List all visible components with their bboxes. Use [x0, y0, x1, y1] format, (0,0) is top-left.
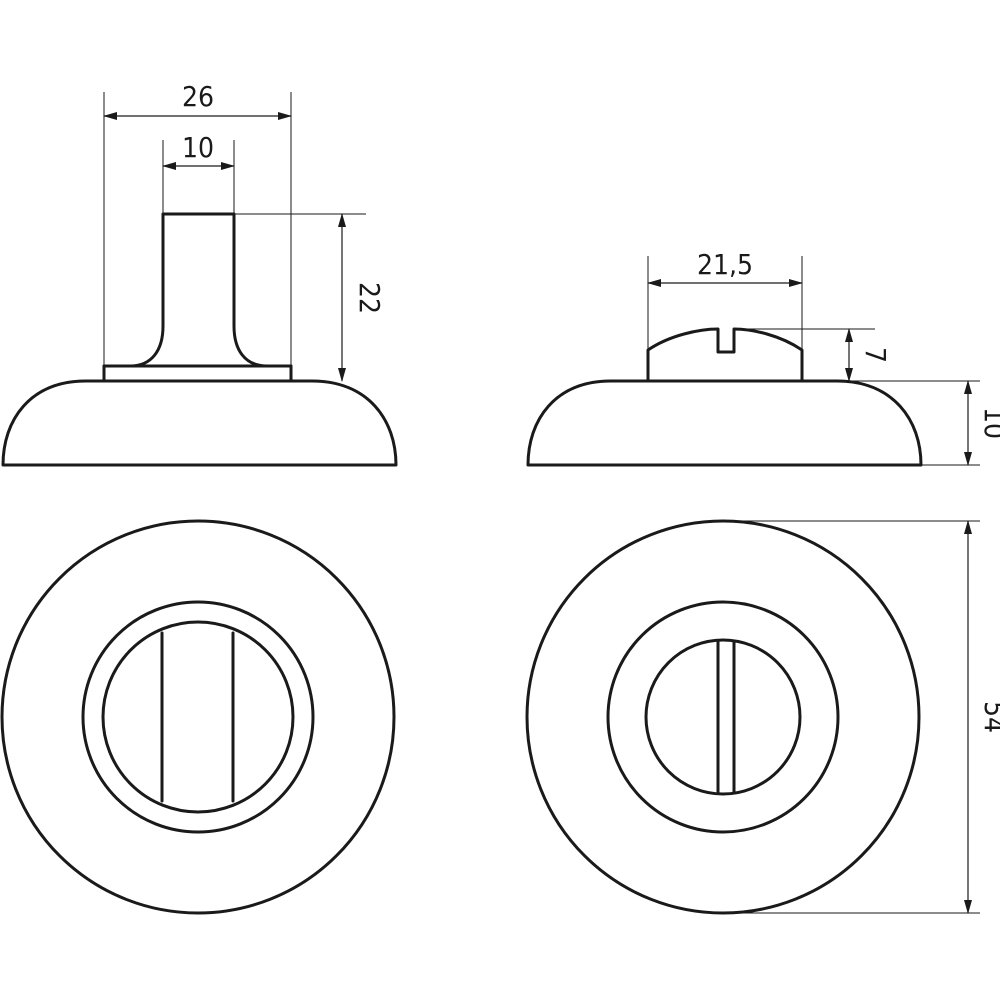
dimension-indicator-height: 7: [734, 328, 892, 382]
indicator-collar-circle: [606, 600, 840, 834]
thumbturn-knob-profile: [102, 212, 293, 368]
indicator-screw-head-profile: [646, 327, 804, 383]
indicator-rosette-profile: [526, 379, 923, 467]
indicator-screw-head-circle: [644, 638, 802, 796]
dimension-thumbturn-grip: 10: [162, 131, 235, 214]
thumbturn-front-view: [0, 519, 396, 915]
dimension-rosette-height: 10: [837, 380, 1000, 466]
dimension-label-26: 26: [182, 80, 214, 113]
dimension-label-10-grip: 10: [182, 131, 214, 164]
thumbturn-side-view: [1, 212, 398, 467]
thumbturn-collar-circle: [81, 600, 315, 834]
thumbturn-base-plate: [102, 364, 293, 383]
dimension-thumbturn-height: 22: [234, 213, 386, 382]
dimension-label-22: 22: [353, 282, 386, 314]
dimension-thumbturn-width: 26: [103, 80, 292, 366]
indicator-front-view: [525, 519, 921, 915]
indicator-rosette-outer-circle: [525, 519, 921, 915]
thumbturn-knob-circle: [101, 620, 295, 814]
thumbturn-rosette-profile: [1, 379, 398, 467]
thumbturn-rosette-outer-circle: [0, 519, 396, 915]
dimension-label-10-rosette: 10: [978, 407, 1000, 439]
dimension-label-21-5: 21,5: [697, 248, 753, 281]
dimension-label-54: 54: [978, 701, 1000, 733]
dimension-label-7: 7: [859, 347, 892, 363]
dimension-indicator-width: 21,5: [647, 248, 803, 350]
dimension-rosette-diameter: 54: [723, 520, 1000, 914]
